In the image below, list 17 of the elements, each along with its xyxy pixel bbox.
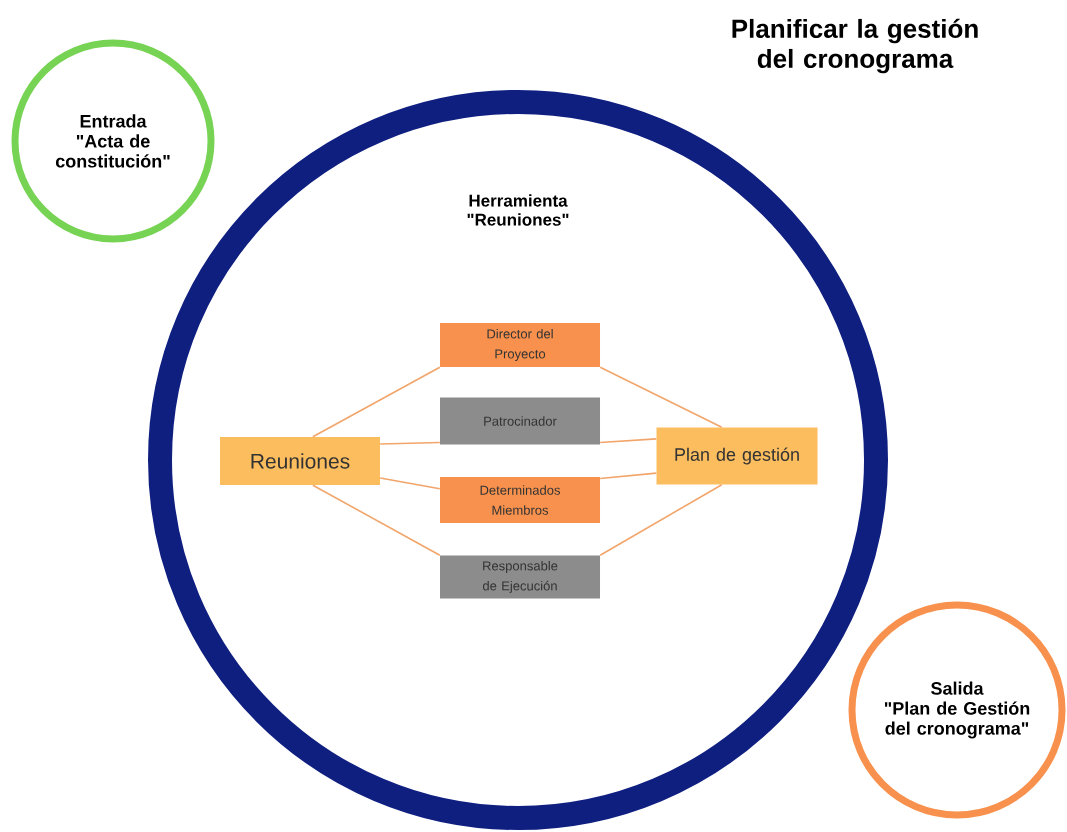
connector-line [599, 483, 723, 557]
connector-line [599, 472, 658, 480]
connector-line [379, 477, 441, 490]
connector-line [599, 366, 723, 429]
circle-node: Salida "Plan de Gestión del cronograma" [848, 601, 1066, 819]
participant-box: Responsable de Ejecución [440, 555, 600, 599]
result-box: Plan de gestión [656, 427, 818, 485]
circle-node: Entrada "Acta de constitución" [11, 39, 215, 243]
participant-box: Director del Proyecto [440, 323, 600, 367]
connector-line [312, 366, 441, 438]
participant-box: Determinados Miembros [440, 477, 600, 523]
title: Planificar la gestión del cronograma [732, 18, 978, 74]
participant-box: Patrocinador [440, 397, 600, 445]
connector-line [312, 484, 441, 557]
connector-line [599, 438, 658, 444]
connector-line [379, 441, 441, 445]
meeting-box: Reuniones [220, 437, 380, 485]
